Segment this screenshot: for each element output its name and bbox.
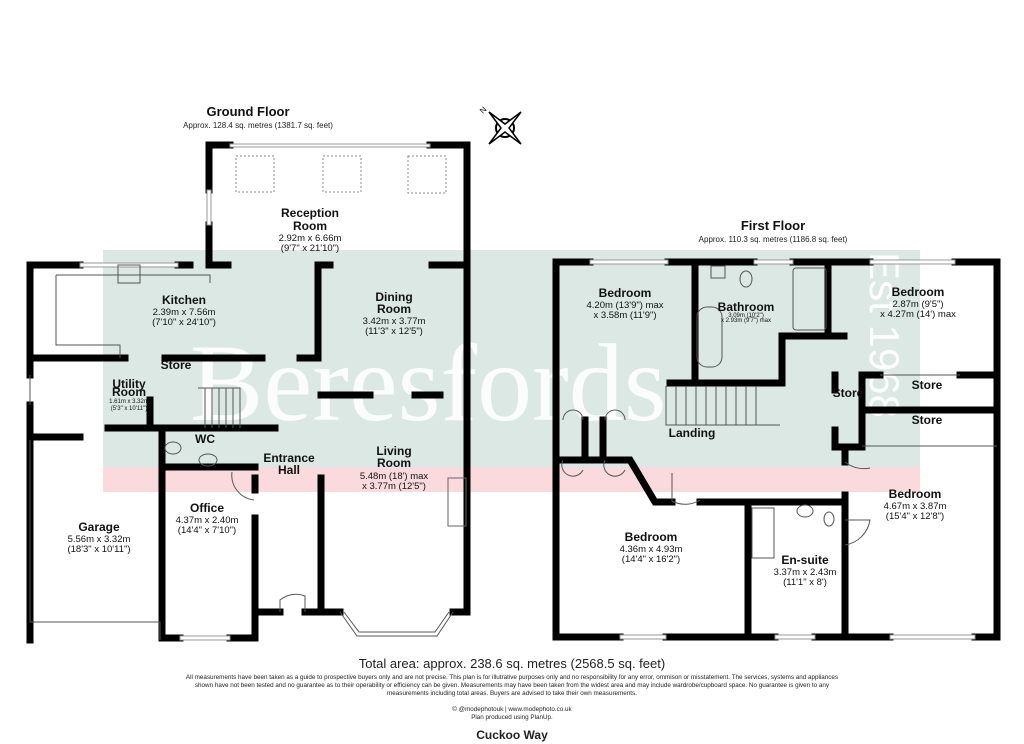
svg-text:3.37m x 2.43m: 3.37m x 2.43m	[774, 567, 837, 578]
svg-text:Garage: Garage	[78, 520, 120, 534]
svg-text:En-suite: En-suite	[781, 553, 829, 567]
svg-text:(14'4" x 7'10"): (14'4" x 7'10")	[178, 525, 236, 536]
plan-produced: Plan produced using PlanUp.	[471, 714, 553, 721]
room-utility: Utility Room 1.61m x 3.32m (5'3" x 10'11…	[109, 377, 149, 412]
watermark-accent-band	[103, 467, 920, 492]
room-entrance-hall: Entrance Hall	[263, 451, 315, 477]
room-store-2: Store	[912, 413, 943, 427]
svg-text:N: N	[478, 105, 489, 116]
svg-text:1.61m x 3.32m: 1.61m x 3.32m	[109, 399, 149, 405]
room-landing: Landing	[669, 426, 716, 440]
ground-floor-area: Approx. 128.4 sq. metres (1381.7 sq. fee…	[183, 121, 333, 130]
svg-text:x 3.58m (11'9"): x 3.58m (11'9")	[593, 310, 656, 321]
svg-text:Room: Room	[377, 302, 411, 316]
svg-text:(9'7" x 21'10"): (9'7" x 21'10")	[281, 243, 339, 254]
credit: © @modephotouk | www.modephoto.co.uk	[452, 706, 572, 713]
svg-text:(5'3" x 10'11"): (5'3" x 10'11")	[111, 406, 147, 412]
svg-text:x 4.27m (14') max: x 4.27m (14') max	[880, 309, 956, 320]
room-bedroom-3: Bedroom 4.36m x 4.93m (14'4" x 16'2")	[620, 530, 683, 565]
room-bedroom-4: Bedroom 4.67m x 3.87m (15'4" x 12'8")	[884, 487, 947, 522]
svg-text:(14'4" x 16'2"): (14'4" x 16'2")	[622, 554, 680, 565]
svg-text:4.20m (13'9") max: 4.20m (13'9") max	[587, 300, 664, 311]
svg-text:Bedroom: Bedroom	[889, 487, 942, 501]
disclaimer: All measurements have been taken as a gu…	[185, 674, 839, 697]
svg-text:Living: Living	[376, 444, 411, 458]
svg-text:(18'3" x 10'11"): (18'3" x 10'11")	[67, 544, 130, 555]
first-floor-area: Approx. 110.3 sq. metres (1186.8 sq. fee…	[699, 235, 848, 244]
svg-text:Utility: Utility	[112, 377, 146, 391]
svg-text:2.87m (9'5"): 2.87m (9'5")	[892, 299, 943, 310]
room-en-suite: En-suite 3.37m x 2.43m (11'1" x 8')	[774, 553, 837, 588]
svg-text:3.09m (10'2"): 3.09m (10'2")	[728, 313, 764, 319]
svg-text:x 2.93m (9'7") max: x 2.93m (9'7") max	[721, 318, 771, 324]
ground-floor-title: Ground Floor	[206, 104, 289, 119]
svg-text:Bedroom: Bedroom	[892, 285, 945, 299]
room-bathroom: Bathroom 3.09m (10'2") x 2.93m (9'7") ma…	[718, 300, 775, 324]
first-floor-title: First Floor	[741, 218, 805, 233]
svg-text:4.36m x 4.93m: 4.36m x 4.93m	[620, 544, 683, 555]
svg-text:x 3.77m (12'5"): x 3.77m (12'5")	[362, 481, 426, 492]
svg-text:2.92m x 6.66m: 2.92m x 6.66m	[279, 233, 342, 244]
room-store-landing: Store	[833, 386, 864, 400]
svg-text:4.37m x 2.40m: 4.37m x 2.40m	[176, 515, 239, 526]
room-reception: Reception Room 2.92m x 6.66m (9'7" x 21'…	[279, 206, 342, 254]
room-kitchen: Kitchen 2.39m x 7.56m (7'10" x 24'10")	[152, 293, 216, 328]
watermark-est: Est 1968	[861, 252, 908, 418]
svg-text:Office: Office	[190, 501, 224, 515]
room-office: Office 4.37m x 2.40m (14'4" x 7'10")	[176, 501, 239, 536]
svg-text:5.56m x 3.32m: 5.56m x 3.32m	[68, 534, 131, 545]
svg-text:Dining: Dining	[375, 290, 412, 304]
svg-text:Hall: Hall	[278, 463, 300, 477]
svg-text:3.42m x 3.77m: 3.42m x 3.77m	[363, 316, 426, 327]
svg-text:Room: Room	[293, 219, 327, 233]
svg-text:Bedroom: Bedroom	[625, 530, 678, 544]
room-bedroom-2: Bedroom 2.87m (9'5") x 4.27m (14') max	[880, 285, 956, 320]
total-area: Total area: approx. 238.6 sq. metres (25…	[358, 656, 666, 671]
svg-text:(11'1" x 8'): (11'1" x 8')	[783, 577, 827, 588]
svg-text:Bedroom: Bedroom	[599, 286, 652, 300]
address: Cuckoo Way	[476, 728, 548, 742]
room-store-1: Store	[912, 378, 943, 392]
svg-text:(11'3" x 12'5"): (11'3" x 12'5")	[365, 326, 423, 337]
svg-text:(15'4" x 12'8"): (15'4" x 12'8")	[886, 511, 944, 522]
room-store-ground: Store	[161, 358, 192, 372]
svg-text:Reception: Reception	[281, 206, 339, 220]
room-garage: Garage 5.56m x 3.32m (18'3" x 10'11")	[67, 520, 130, 555]
room-living: Living Room 5.48m (18') max x 3.77m (12'…	[360, 444, 429, 492]
svg-text:Room: Room	[112, 385, 146, 399]
svg-text:5.48m (18') max: 5.48m (18') max	[360, 471, 429, 482]
room-dining: Dining Room 3.42m x 3.77m (11'3" x 12'5"…	[363, 290, 426, 337]
svg-text:2.39m x 7.56m: 2.39m x 7.56m	[153, 307, 216, 318]
svg-text:Bathroom: Bathroom	[718, 300, 775, 314]
first-floor-walls	[552, 258, 1001, 641]
svg-text:4.67m x 3.87m: 4.67m x 3.87m	[884, 501, 947, 512]
ground-floor-walls	[26, 141, 471, 644]
compass-icon: N	[478, 105, 522, 145]
svg-text:Entrance: Entrance	[263, 451, 315, 465]
svg-text:Kitchen: Kitchen	[162, 293, 206, 307]
room-wc: WC	[195, 432, 215, 446]
svg-text:Room: Room	[377, 456, 411, 470]
svg-text:(7'10" x 24'10"): (7'10" x 24'10")	[152, 317, 216, 328]
room-bedroom-1: Bedroom 4.20m (13'9") max x 3.58m (11'9"…	[587, 286, 664, 321]
